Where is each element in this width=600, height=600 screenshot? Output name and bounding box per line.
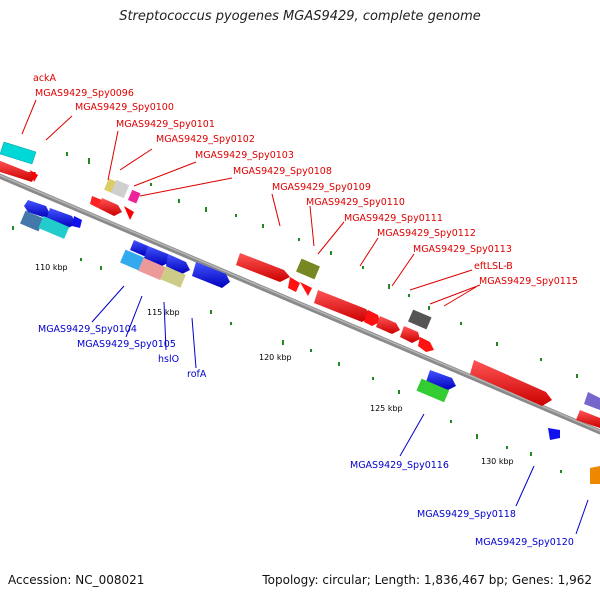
gene-spy0109	[296, 258, 320, 280]
gene-spy0112	[364, 310, 380, 326]
gene-spy0104	[120, 249, 144, 271]
gene-spy0115a	[418, 337, 434, 352]
gene-spy0110b	[300, 282, 312, 296]
tick-110kbp: 110 kbp	[35, 263, 68, 272]
label-eftLSL-B: eftLSL-B	[474, 261, 513, 272]
gene-cyan-2	[38, 216, 70, 239]
label-ackA: ackA	[33, 73, 57, 84]
label-spy0110: MGAS9429_Spy0110	[306, 197, 405, 208]
gene-spy0113	[376, 316, 400, 334]
gene-spy0115	[470, 360, 552, 406]
top-labels: ackA MGAS9429_Spy0096 MGAS9429_Spy0100 M…	[33, 73, 578, 287]
gene-purple	[584, 392, 600, 410]
tick-130kbp: 130 kbp	[481, 457, 514, 466]
gene-spy0118	[548, 428, 560, 440]
gene-blue-5	[144, 246, 170, 266]
reverse-genes	[20, 200, 600, 484]
label-hslO: hslO	[158, 354, 179, 365]
label-spy0108: MGAS9429_Spy0108	[233, 166, 332, 177]
gene-slate	[20, 210, 44, 232]
forward-genes	[0, 141, 600, 428]
label-spy0096: MGAS9429_Spy0096	[35, 88, 134, 99]
gene-spy0111	[314, 290, 372, 322]
tick-120kbp: 120 kbp	[259, 353, 292, 362]
genome-backbone	[0, 173, 600, 435]
label-spy0111: MGAS9429_Spy0111	[344, 213, 443, 224]
tick-115kbp: 115 kbp	[147, 308, 180, 317]
label-spy0104: MGAS9429_Spy0104	[38, 324, 137, 335]
gene-blue-4	[130, 240, 150, 256]
gene-spy0102	[127, 189, 141, 204]
gene-spy0101	[110, 179, 130, 199]
label-spy0109: MGAS9429_Spy0109	[272, 182, 371, 193]
gene-spy0108	[236, 253, 290, 282]
tick-125kbp: 125 kbp	[370, 404, 403, 413]
gene-eftLSL-B	[408, 309, 432, 330]
gene-spy0105	[138, 257, 166, 281]
gene-red-1	[0, 160, 36, 182]
gene-spy0096	[0, 141, 37, 165]
gene-spy0110	[288, 277, 300, 292]
gene-blue-1	[24, 200, 50, 218]
label-spy0116: MGAS9429_Spy0116	[350, 460, 449, 471]
gene-small-red	[30, 170, 38, 182]
label-spy0105: MGAS9429_Spy0105	[77, 339, 176, 350]
label-spy0100: MGAS9429_Spy0100	[75, 102, 174, 113]
gene-spy0113b	[400, 326, 420, 343]
map-title: Streptococcus pyogenes MGAS9429, complet…	[119, 9, 481, 24]
accession-text: Accession: NC_008021	[8, 573, 145, 587]
top-label-leaders	[21, 99, 481, 307]
bottom-labels: MGAS9429_Spy0104 MGAS9429_Spy0105 hslO r…	[38, 324, 574, 548]
gene-blue-7	[426, 370, 456, 390]
label-spy0102: MGAS9429_Spy0102	[156, 134, 255, 145]
label-spy0120: MGAS9429_Spy0120	[475, 537, 574, 548]
gene-red-2	[90, 196, 102, 208]
gene-red-3	[98, 198, 122, 216]
gene-spy0116	[416, 378, 450, 403]
label-spy0113: MGAS9429_Spy0113	[413, 244, 512, 255]
gene-red-edge	[576, 410, 600, 428]
bottom-label-leaders	[91, 285, 589, 535]
label-spy0101: MGAS9429_Spy0101	[116, 119, 215, 130]
label-spy0118: MGAS9429_Spy0118	[417, 509, 516, 520]
label-spy0103: MGAS9429_Spy0103	[195, 150, 294, 161]
gene-blue-2	[46, 208, 76, 228]
gene-rofA	[192, 262, 230, 288]
gene-hslO	[160, 266, 186, 288]
label-spy0112: MGAS9429_Spy0112	[377, 228, 476, 239]
kbp-ticks: 110 kbp 115 kbp 120 kbp 125 kbp 130 kbp	[35, 263, 514, 466]
gene-spy0120	[590, 466, 600, 484]
gene-red-4	[124, 206, 134, 220]
label-spy0115: MGAS9429_Spy0115	[479, 276, 578, 287]
label-rofA: rofA	[187, 369, 207, 380]
gene-blue-3	[72, 216, 82, 228]
topology-text: Topology: circular; Length: 1,836,467 bp…	[262, 573, 592, 587]
